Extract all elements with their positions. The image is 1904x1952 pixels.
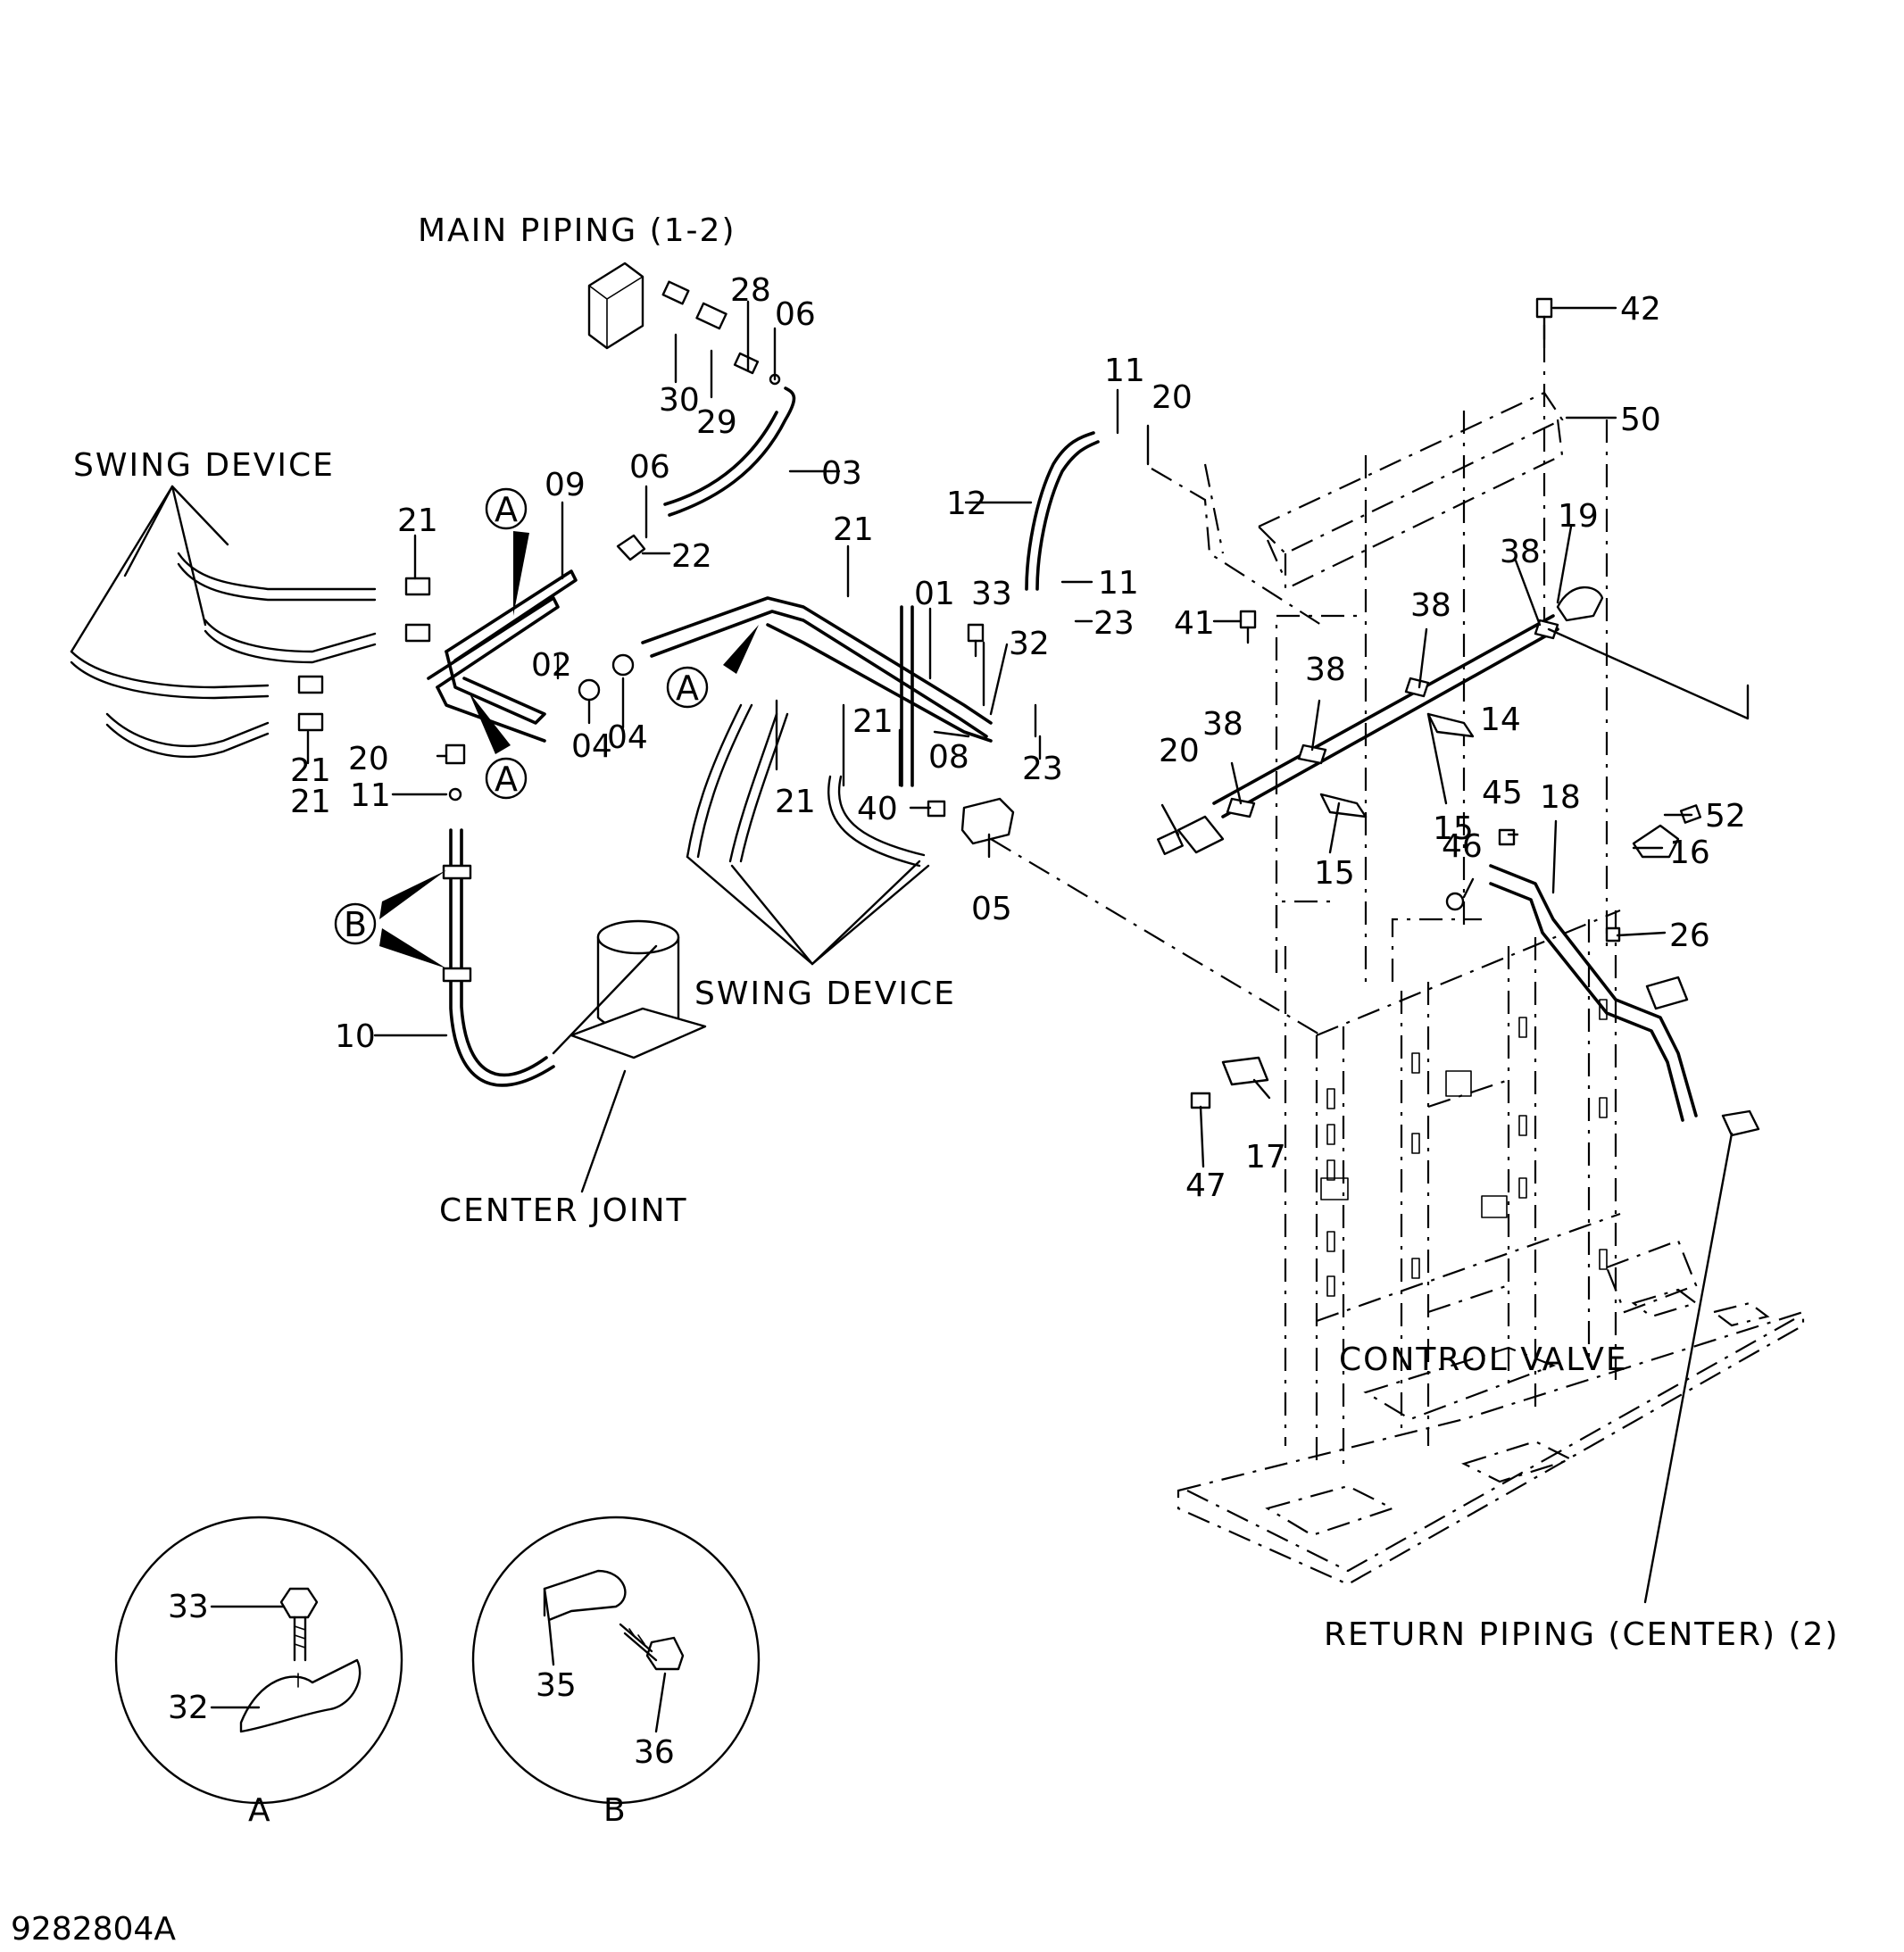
detail-b-caption: B: [603, 1792, 626, 1829]
drawing-code: 9282804A: [11, 1911, 176, 1948]
label-control-valve: CONTROL VALVE: [1339, 1341, 1628, 1378]
part-number: 21: [833, 511, 874, 548]
components: [297, 262, 1760, 1137]
control-valve-frame: [1176, 900, 1805, 1586]
detail-a-part-32: 32: [168, 1690, 209, 1726]
part-number: 38: [1500, 534, 1541, 570]
piping: [70, 386, 1698, 1122]
part-number: 19: [1558, 498, 1599, 535]
part-number: 45: [1482, 775, 1523, 811]
part-number: 52: [1705, 798, 1746, 835]
detail-a-part-33: 33: [168, 1589, 209, 1625]
detail-view-a: [114, 1516, 403, 1805]
part-number: 47: [1185, 1167, 1226, 1204]
part-number: 20: [1152, 379, 1193, 416]
part-number: 12: [946, 486, 987, 522]
part-number: 02: [531, 647, 572, 684]
part-number: 01: [914, 576, 955, 612]
part-number: 15: [1314, 855, 1355, 892]
part-number: 40: [857, 791, 898, 827]
part-number: 06: [775, 296, 816, 333]
part-number: 14: [1480, 702, 1521, 738]
part-number: 42: [1620, 291, 1661, 328]
part-number: 20: [348, 741, 389, 777]
part-number-labels: 42 50 28 06 30 29 11 20 03 06 22 09 21 1…: [290, 272, 1746, 1204]
part-number: 38: [1202, 706, 1243, 743]
label-center-joint: CENTER JOINT: [439, 1192, 688, 1229]
part-number: 21: [775, 784, 816, 820]
part-number: 08: [928, 739, 969, 776]
part-number: 32: [1009, 626, 1050, 662]
part-number: 33: [971, 576, 1012, 612]
label-return-piping: RETURN PIPING (CENTER) (2): [1324, 1616, 1840, 1653]
part-number: 11: [1104, 353, 1145, 389]
part-number: 04: [607, 719, 648, 756]
part-number: 09: [545, 467, 586, 503]
part-number: 41: [1174, 605, 1215, 642]
part-number: 38: [1305, 652, 1346, 688]
part-number: 18: [1540, 779, 1581, 816]
part-number: 50: [1620, 402, 1661, 438]
part-number: 03: [821, 455, 862, 492]
part-number: 16: [1669, 835, 1710, 871]
part-number: 06: [629, 449, 670, 486]
callout-wedges: [379, 531, 759, 968]
part-number: 05: [971, 891, 1012, 927]
callout-letter-a2: A: [676, 669, 699, 708]
part-number: 17: [1245, 1139, 1286, 1175]
part-number: 46: [1442, 828, 1483, 865]
detail-b-part-36: 36: [634, 1734, 675, 1771]
leader-lines: [70, 300, 1750, 1604]
label-main-piping: MAIN PIPING (1-2): [418, 212, 736, 249]
detail-a-caption: A: [248, 1792, 270, 1829]
part-number: 15: [1433, 810, 1474, 847]
part-number: 21: [397, 503, 438, 539]
shelf-50: [1203, 321, 1609, 982]
part-number: 10: [335, 1018, 376, 1055]
label-swing-device-bottom: SWING DEVICE: [694, 976, 956, 1012]
part-number: 21: [290, 784, 331, 820]
part-number: 11: [1098, 565, 1139, 602]
part-number: 28: [730, 272, 771, 309]
part-number: 26: [1669, 918, 1710, 954]
callout-letter-a3: A: [495, 760, 518, 799]
detail-b-part-35: 35: [536, 1667, 577, 1704]
part-number: 21: [290, 752, 331, 789]
callout-letter-a1: A: [495, 490, 518, 529]
detail-view-b: [471, 1516, 761, 1805]
part-number: 11: [350, 777, 391, 814]
part-number: 22: [671, 538, 712, 575]
part-number: 38: [1410, 587, 1451, 624]
part-number: 04: [571, 728, 612, 765]
part-number: 30: [659, 382, 700, 419]
callout-circles: [334, 487, 709, 945]
callout-letter-b: B: [344, 905, 367, 944]
label-swing-device-top: SWING DEVICE: [73, 447, 335, 484]
part-number: 23: [1093, 605, 1135, 642]
part-number: 21: [852, 703, 894, 740]
part-number: 29: [696, 404, 737, 441]
part-number: 23: [1022, 751, 1063, 787]
part-number: 20: [1159, 733, 1200, 769]
